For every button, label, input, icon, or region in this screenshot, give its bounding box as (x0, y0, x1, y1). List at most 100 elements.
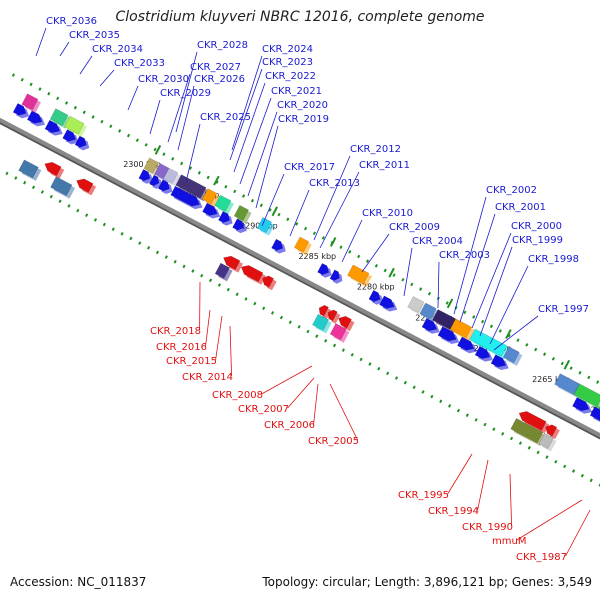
forward-gene-arrow (149, 174, 162, 189)
forward-gene-arrow (329, 269, 343, 284)
forward-gene-arrow (62, 129, 79, 145)
forward-gene-label: CKR_2025 (200, 112, 251, 123)
kbp-tick (446, 298, 454, 309)
gene-leader-line (565, 509, 591, 557)
accession-text: Accession: NC_011837 (10, 575, 147, 589)
gene-leader-line (471, 232, 512, 329)
forward-gene-label: CKR_2033 (114, 58, 165, 69)
gene-leader-line (477, 459, 489, 511)
forward-gene-arrow (317, 262, 332, 278)
kbp-label: 2265 kbp (532, 375, 570, 384)
gene-feature-box (21, 93, 41, 113)
kbp-label: 2300 kbp (123, 160, 161, 169)
gene-body (218, 210, 230, 223)
forward-gene-label: CKR_2017 (284, 162, 335, 173)
gene-body (407, 296, 425, 313)
gene-body (202, 202, 218, 216)
gene-body (572, 396, 590, 412)
forward-gene-label: CKR_2027 (190, 62, 241, 73)
gene-body (233, 204, 249, 221)
gene-feature-box (294, 236, 312, 256)
gene-body (63, 115, 85, 135)
reverse-gene-arrow (318, 304, 332, 320)
gene-leader-line (289, 189, 310, 237)
gene-body (347, 264, 370, 285)
forward-gene-label: CKR_2004 (412, 236, 463, 247)
forward-gene-arrow (271, 238, 286, 254)
reverse-gene-label: CKR_2005 (308, 436, 359, 447)
gene-body (170, 185, 200, 207)
reverse-gene-arrow (518, 411, 550, 434)
reverse-gene-label: CKR_1987 (516, 552, 567, 563)
gene-body (262, 275, 274, 288)
forward-gene-arrow (457, 336, 477, 354)
gene-leader-line (313, 155, 351, 241)
forward-gene-arrow (437, 326, 460, 344)
gene-body (214, 194, 232, 212)
gene-body (368, 289, 381, 302)
gene-body (18, 159, 39, 179)
gene-leader-line (233, 82, 266, 173)
forward-gene-label: CKR_2021 (271, 86, 322, 97)
gene-leader-line (149, 99, 161, 135)
gene-leader-line (319, 171, 360, 249)
gene-leader-line (229, 325, 232, 377)
gene-leader-line (35, 27, 47, 57)
forward-gene-label: CKR_2030 (138, 74, 189, 85)
forward-gene-label: CKR_2034 (92, 44, 143, 55)
gene-body (26, 110, 43, 124)
gene-feature-box (538, 432, 557, 452)
forward-gene-label: CKR_2024 (262, 44, 313, 55)
kbp-label: 2285 kbp (298, 252, 336, 261)
gene-body (138, 169, 151, 182)
forward-gene-label: CKR_2023 (262, 57, 313, 68)
forward-gene-arrow (44, 119, 63, 136)
gene-feature-box (18, 159, 42, 181)
gene-leader-line (231, 55, 263, 151)
gene-feature-box (347, 264, 372, 287)
gene-body (317, 262, 330, 276)
gene-body (143, 157, 159, 174)
forward-gene-label: CKR_1999 (512, 235, 563, 246)
gene-leader-line (205, 309, 211, 347)
gene-feature-box (449, 318, 475, 341)
forward-gene-arrow (218, 210, 233, 226)
gene-feature-box (502, 346, 523, 366)
forward-gene-label: CKR_2019 (278, 114, 329, 125)
gene-leader-line (437, 261, 440, 309)
gene-body (538, 432, 554, 449)
kbp-tick (388, 267, 395, 278)
gene-body (318, 304, 329, 317)
forward-gene-label: CKR_2011 (359, 160, 410, 171)
gene-feature-box (573, 383, 600, 410)
forward-gene-label: CKR_2026 (194, 74, 245, 85)
gene-leader-line (229, 68, 263, 161)
gene-body (474, 345, 491, 359)
gene-leader-line (127, 85, 139, 111)
reverse-gene-arrow (44, 161, 65, 179)
forward-gene-label: CKR_2003 (439, 250, 490, 261)
forward-gene-arrow (26, 110, 45, 127)
gene-body (44, 119, 61, 133)
kbp-label: 2280 kbp (357, 283, 395, 292)
reverse-gene-arrow (545, 424, 560, 440)
kbp-tick (329, 237, 337, 247)
reverse-gene-label: CKR_2008 (212, 390, 263, 401)
forward-gene-arrow (12, 103, 30, 119)
gene-body (449, 318, 472, 339)
kbp-tick (563, 359, 571, 370)
gene-body (74, 135, 87, 148)
forward-gene-arrow (589, 406, 600, 422)
reverse-gene-label: CKR_2016 (156, 342, 207, 353)
gene-body (201, 188, 218, 205)
gene-leader-line (99, 69, 115, 87)
genome-title: Clostridium kluyveri NBRC 12016, complet… (115, 9, 485, 25)
reverse-gene-arrow (327, 309, 341, 324)
kbp-tick (154, 145, 162, 155)
gene-body (545, 424, 558, 437)
gene-body (502, 346, 520, 364)
reverse-gene-arrow (76, 178, 97, 196)
gene-feature-box (469, 328, 511, 360)
gene-body (490, 354, 507, 368)
